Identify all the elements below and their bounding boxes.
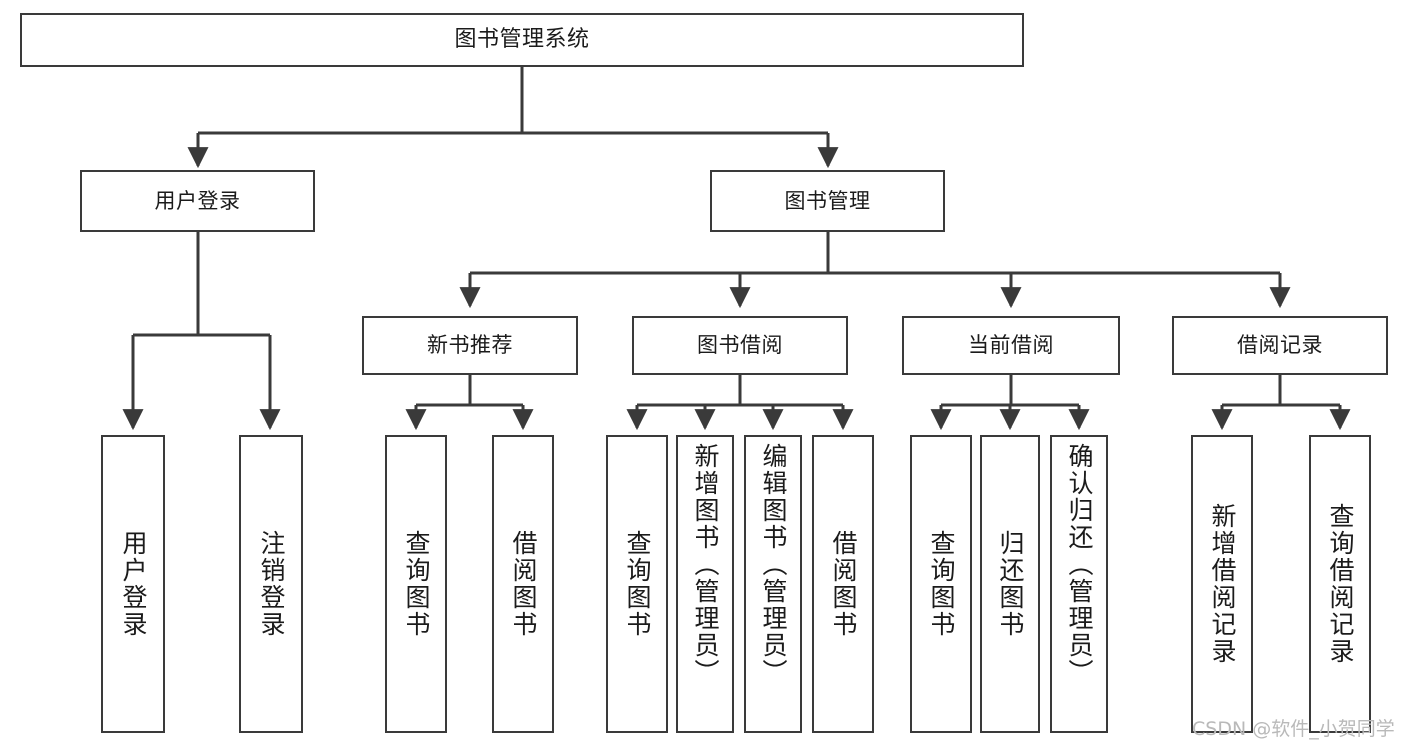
leaf-logout[interactable]: 注销登录 <box>239 435 303 733</box>
leaf-add-book-admin[interactable]: 新增图书（管理员） <box>676 435 734 733</box>
leaf-return-book[interactable]: 归还图书 <box>980 435 1040 733</box>
leaf-edit-book-admin[interactable]: 编辑图书（管理员） <box>744 435 802 733</box>
csdn-watermark: CSDN @软件_小贺同学 <box>1192 718 1395 740</box>
node-label: 归还图书 <box>996 530 1025 638</box>
node-current-borrowing[interactable]: 当前借阅 <box>902 316 1120 375</box>
leaf-query-book-current[interactable]: 查询图书 <box>910 435 972 733</box>
node-label: 用户登录 <box>154 188 241 213</box>
leaf-borrow-book-newbook[interactable]: 借阅图书 <box>492 435 554 733</box>
node-label: 注销登录 <box>257 530 286 638</box>
node-new-book-recommendation[interactable]: 新书推荐 <box>362 316 578 375</box>
node-label: 图书管理系统 <box>454 27 590 53</box>
node-book-management[interactable]: 图书管理 <box>710 170 945 232</box>
node-label: 查询图书 <box>402 530 431 638</box>
node-label: 新增借阅记录 <box>1208 503 1237 665</box>
node-user-login[interactable]: 用户登录 <box>80 170 315 232</box>
node-label: 编辑图书（管理员） <box>759 443 788 686</box>
leaf-query-book-newbook[interactable]: 查询图书 <box>385 435 447 733</box>
node-label: 新书推荐 <box>427 333 513 358</box>
leaf-user-login[interactable]: 用户登录 <box>101 435 165 733</box>
leaf-query-borrow-record[interactable]: 查询借阅记录 <box>1309 435 1371 733</box>
node-label: 新增图书（管理员） <box>691 443 720 686</box>
node-label: 查询图书 <box>927 530 956 638</box>
node-label: 当前借阅 <box>968 333 1054 358</box>
node-label: 确认归还（管理员） <box>1065 443 1094 686</box>
node-label: 借阅图书 <box>829 530 858 638</box>
node-label: 查询借阅记录 <box>1326 503 1355 665</box>
leaf-query-book-borrow[interactable]: 查询图书 <box>606 435 668 733</box>
leaf-confirm-return-admin[interactable]: 确认归还（管理员） <box>1050 435 1108 733</box>
node-borrowing-record[interactable]: 借阅记录 <box>1172 316 1388 375</box>
node-label: 借阅图书 <box>509 530 538 638</box>
node-label: 借阅记录 <box>1237 333 1323 358</box>
node-label: 用户登录 <box>119 530 148 638</box>
node-label: 图书管理 <box>784 188 871 213</box>
leaf-add-borrow-record[interactable]: 新增借阅记录 <box>1191 435 1253 733</box>
leaf-borrow-book[interactable]: 借阅图书 <box>812 435 874 733</box>
node-root-book-management-system[interactable]: 图书管理系统 <box>20 13 1024 67</box>
node-label: 查询图书 <box>623 530 652 638</box>
node-label: 图书借阅 <box>697 333 783 358</box>
node-book-borrowing[interactable]: 图书借阅 <box>632 316 848 375</box>
